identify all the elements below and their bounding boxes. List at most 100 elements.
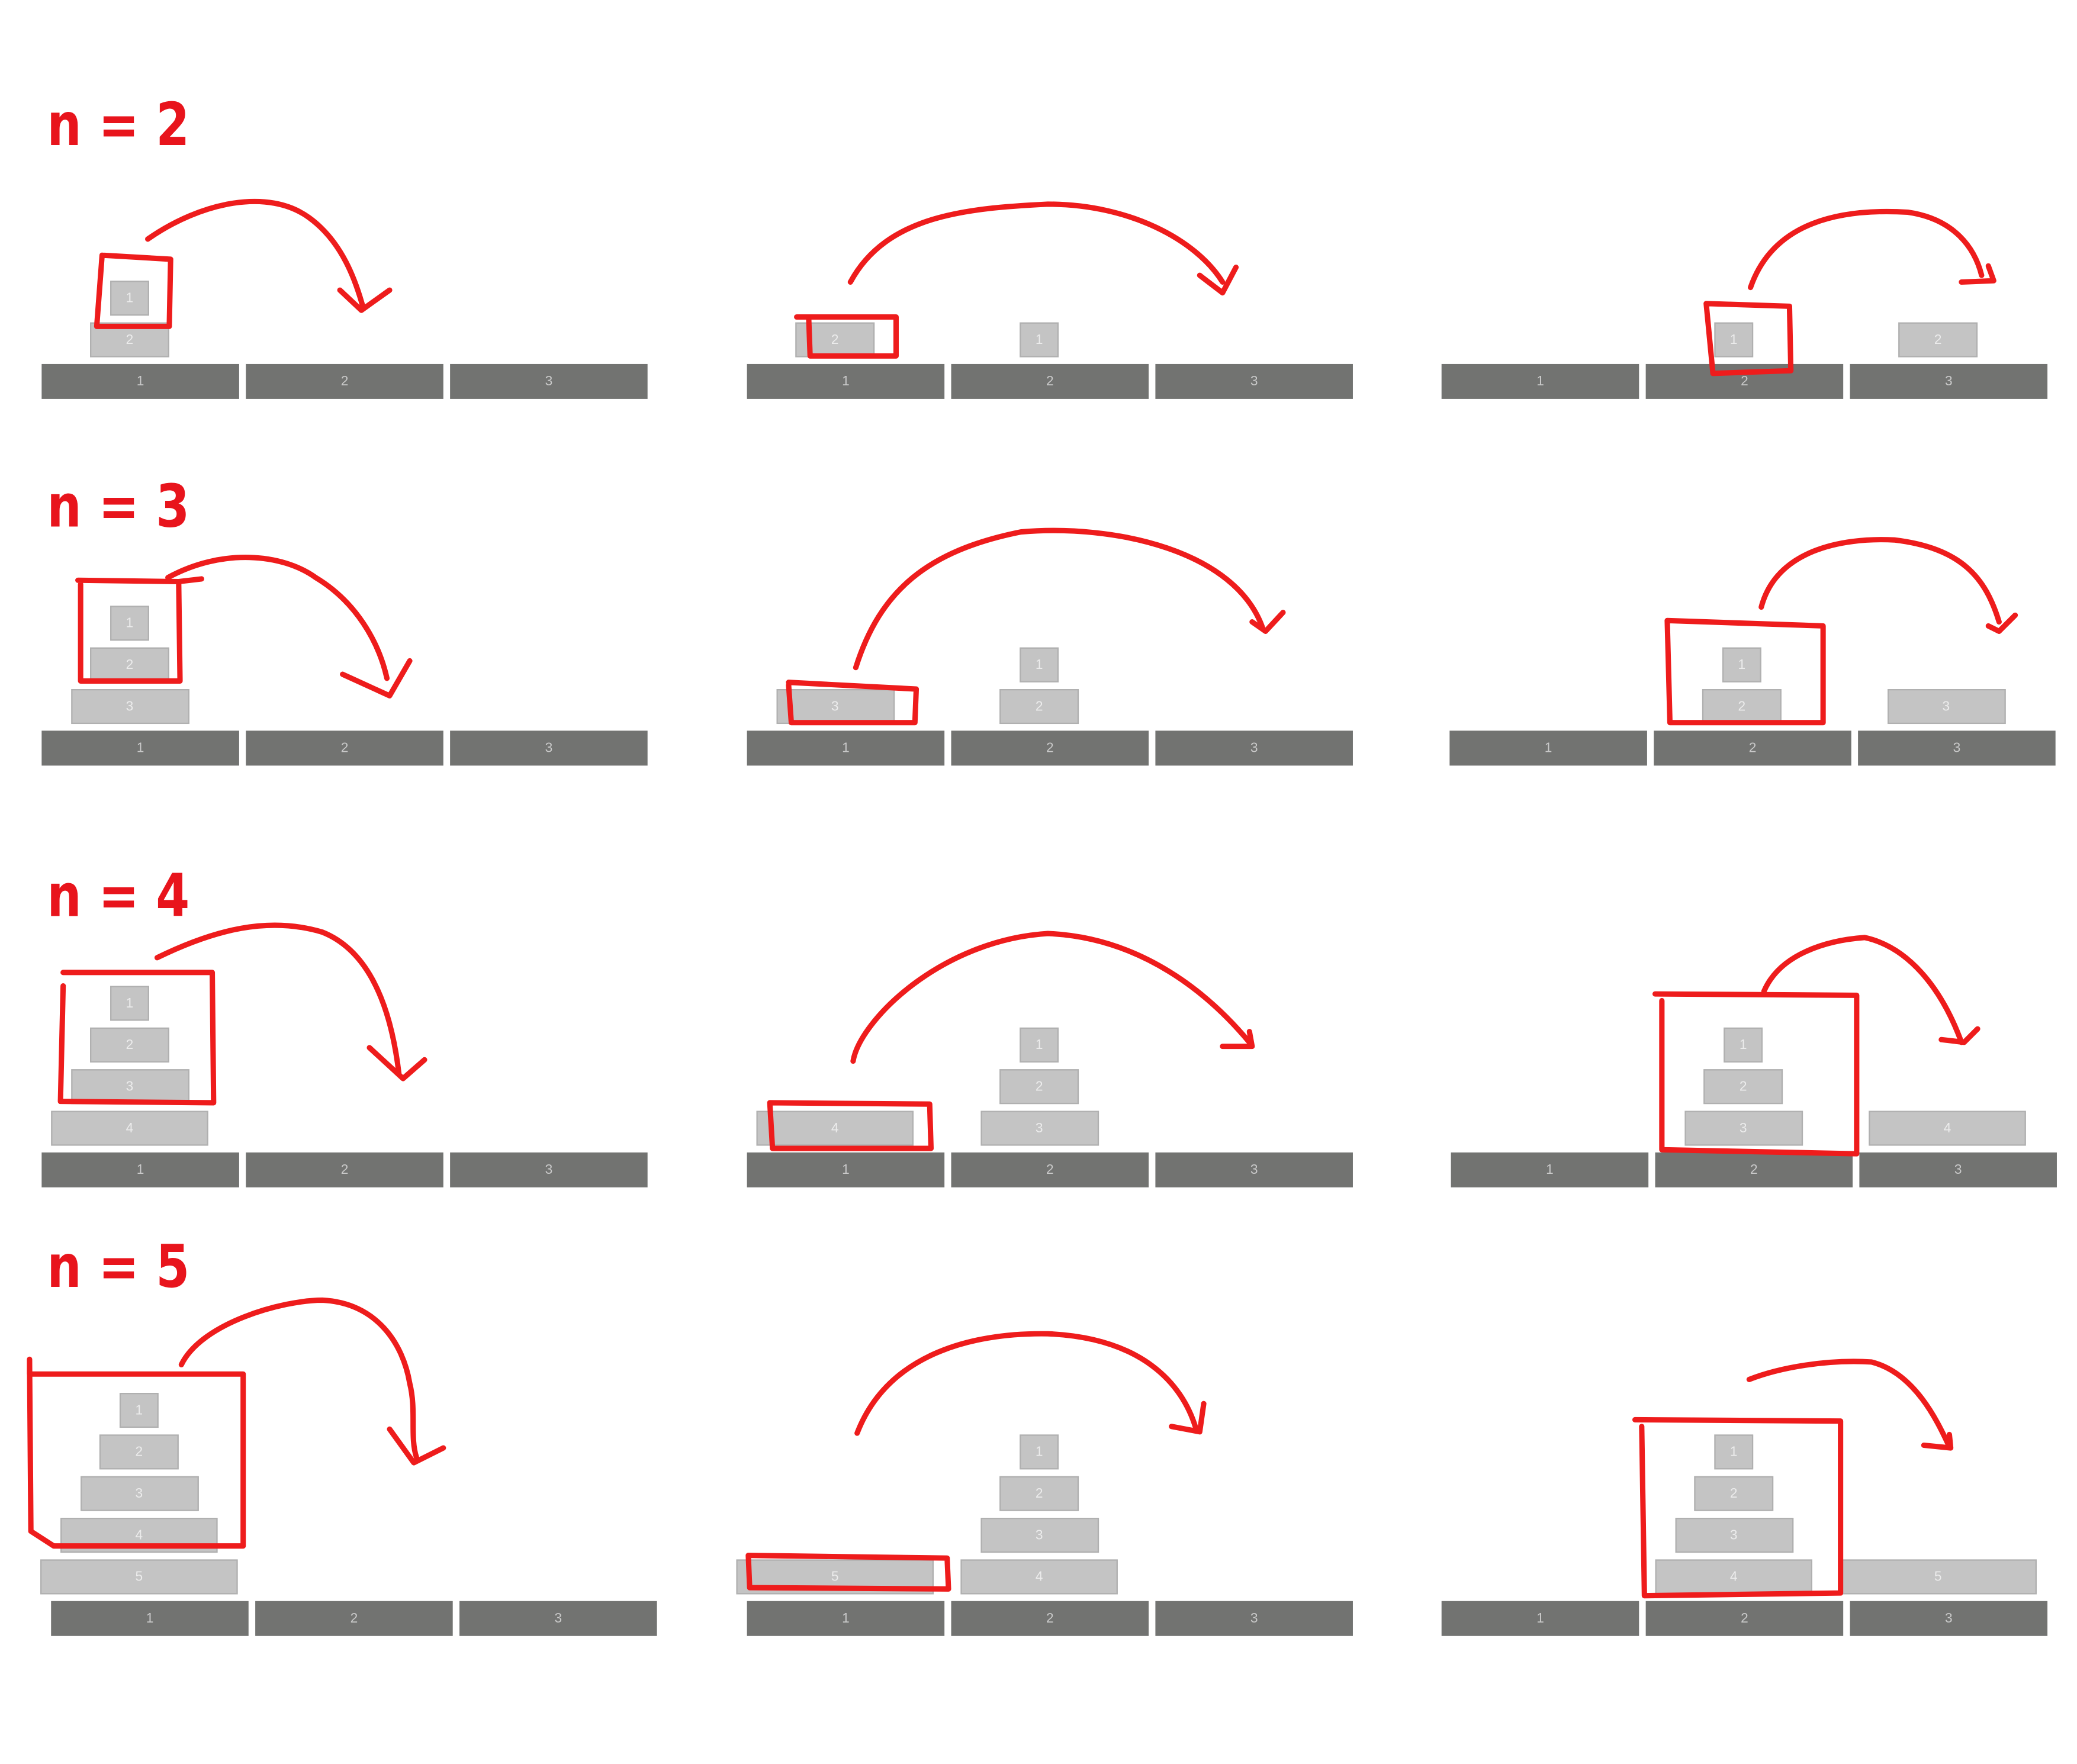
peg-base-2: 2 [1655,1152,1853,1187]
peg-base-1: 1 [41,1152,239,1187]
disk: 3 [980,1518,1098,1553]
disk: 2 [99,1434,179,1470]
disk: 3 [80,1476,198,1511]
arrow-head [1249,610,1286,635]
peg-base-1: 1 [747,363,945,399]
disk: 1 [110,606,149,641]
disk: 2 [1898,322,1978,358]
disk: 3 [70,689,189,725]
move-arrow [145,198,366,309]
peg-base-2: 2 [255,1601,453,1636]
row-label-n5: n = 5 [47,1233,190,1302]
disk: 1 [119,1393,159,1428]
move-box [27,1356,246,1549]
peg-base-1: 1 [41,730,239,766]
disk: 5 [1839,1559,2037,1595]
disk: 4 [755,1110,914,1146]
peg-base-1: 1 [1441,363,1639,399]
peg-base-1: 1 [1451,1152,1649,1187]
move-box [1632,1417,1844,1599]
disk: 2 [1694,1476,1773,1511]
move-box [794,314,899,359]
disk: 2 [90,1027,169,1063]
peg-base-1: 1 [747,1601,945,1636]
move-box [1664,617,1826,726]
move-arrow [1746,1359,1951,1447]
disk: 3 [1674,1518,1793,1553]
peg-base-3: 3 [1155,1601,1353,1636]
peg-base-1: 1 [1441,1601,1639,1636]
disk: 3 [1886,689,2005,725]
arrow-head [1220,1029,1255,1050]
peg-base-1: 1 [1449,730,1647,766]
peg-base-2: 2 [951,1601,1149,1636]
move-box [745,1553,951,1592]
disk: 1 [1714,322,1754,358]
arrow-head [1921,1431,1954,1451]
peg-base-2: 2 [1654,730,1851,766]
peg-base-1: 1 [747,1152,945,1187]
disk: 1 [1020,647,1059,683]
peg-base-3: 3 [1850,363,2048,399]
move-arrow [1748,208,1985,291]
peg-base-2: 2 [246,1152,443,1187]
peg-base-2: 2 [951,363,1149,399]
disk: 4 [1868,1110,2027,1146]
move-arrow [853,527,1266,671]
disk: 2 [999,1476,1079,1511]
peg-base-3: 3 [450,363,648,399]
row-label-n3: n = 3 [47,472,190,542]
disk: 4 [1654,1559,1813,1595]
disk: 3 [1684,1110,1802,1146]
peg-base-3: 3 [450,1152,648,1187]
peg-base-1: 1 [51,1601,249,1636]
disk: 1 [1020,1027,1059,1063]
disk: 1 [1722,647,1761,683]
move-arrow [165,555,390,681]
disk: 4 [50,1110,209,1146]
peg-base-3: 3 [1155,1152,1353,1187]
disk: 2 [999,689,1079,725]
arrow-head [337,287,393,313]
move-box [75,577,183,684]
peg-base-3: 3 [1858,730,2056,766]
disk: 4 [960,1559,1118,1595]
disk: 1 [1020,1434,1059,1470]
arrow-head [387,1426,446,1466]
move-box [1652,991,1860,1157]
move-box [1703,301,1794,376]
disk: 3 [70,1069,189,1105]
move-arrow [847,201,1226,285]
arrow-head [1938,1026,1980,1045]
peg-base-1: 1 [41,363,239,399]
move-arrow [178,1297,419,1460]
arrow-head [1985,612,2018,635]
disk: 2 [999,1069,1079,1105]
peg-base-3: 3 [450,730,648,766]
arrow-head [1169,1401,1207,1435]
peg-base-2: 2 [951,730,1149,766]
row-label-n4: n = 4 [47,862,190,931]
move-box [57,970,217,1106]
disk: 1 [110,281,149,316]
disk: 1 [110,986,149,1021]
peg-base-2: 2 [1645,1601,1844,1636]
move-arrow [850,931,1252,1064]
arrow-head [366,1045,427,1081]
peg-base-3: 3 [1859,1152,2057,1187]
arrow-head [340,658,413,698]
arrow-head [1959,263,1996,285]
move-arrow [154,922,402,1077]
peg-base-3: 3 [459,1601,657,1636]
disk: 1 [1020,322,1059,358]
move-arrow [1758,537,2002,625]
disk: 1 [1724,1027,1763,1063]
peg-base-3: 3 [1155,730,1353,766]
move-box [786,680,919,726]
move-arrow [854,1331,1199,1436]
disk: 2 [1703,1069,1783,1105]
move-arrow [1761,935,1965,1045]
row-label-n2: n = 2 [47,91,190,160]
peg-base-2: 2 [246,363,443,399]
